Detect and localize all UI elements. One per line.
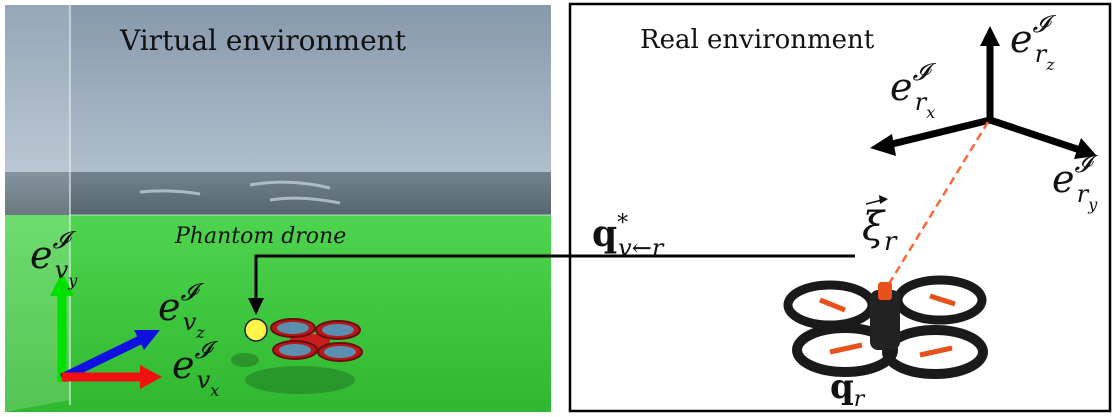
sky	[5, 5, 551, 180]
connector-label: q*v←r	[592, 211, 665, 262]
virtual-x-arrowhead	[140, 365, 162, 389]
q-r-label: qr	[830, 367, 866, 412]
phantom-drone-shadow	[231, 353, 259, 367]
virtual-env-title: Virtual environment	[119, 24, 407, 57]
real-x-axis	[887, 116, 991, 149]
phantom-drone-label: Phantom drone	[174, 224, 346, 249]
virtual-y-arrowhead	[50, 272, 74, 296]
xi-label-group: ξr	[862, 195, 898, 257]
glass-wall-left	[5, 5, 70, 412]
virtual-axes	[50, 272, 162, 389]
xi-vector-arrow	[865, 199, 883, 205]
virtual-z-arrowhead	[134, 330, 160, 350]
real-y-axis	[988, 116, 1082, 154]
real-env-title: Real environment	[640, 25, 875, 55]
sea	[5, 172, 551, 222]
real-env-frame	[568, 2, 1112, 413]
connector-arrowhead	[248, 298, 264, 315]
virtual-drone-shadow	[245, 366, 355, 394]
real-x-arrowhead	[870, 134, 896, 156]
virtual-z-axis	[60, 335, 142, 383]
sea-highlights	[139, 180, 341, 205]
xi-label: ξr	[862, 204, 898, 257]
glass-wall-top	[70, 5, 551, 215]
phantom-drone-marker	[244, 318, 268, 342]
real-drone	[783, 275, 988, 379]
position-vector-dashed	[882, 121, 990, 293]
connector-line	[254, 254, 855, 300]
real-y-arrowhead	[1074, 138, 1097, 159]
real-z-arrowhead	[980, 26, 1000, 46]
real-axes	[870, 26, 1097, 159]
transform-connector: q*v←r	[248, 211, 855, 315]
virtual-drone	[270, 318, 363, 362]
xi-vector-arrowhead	[879, 195, 888, 204]
